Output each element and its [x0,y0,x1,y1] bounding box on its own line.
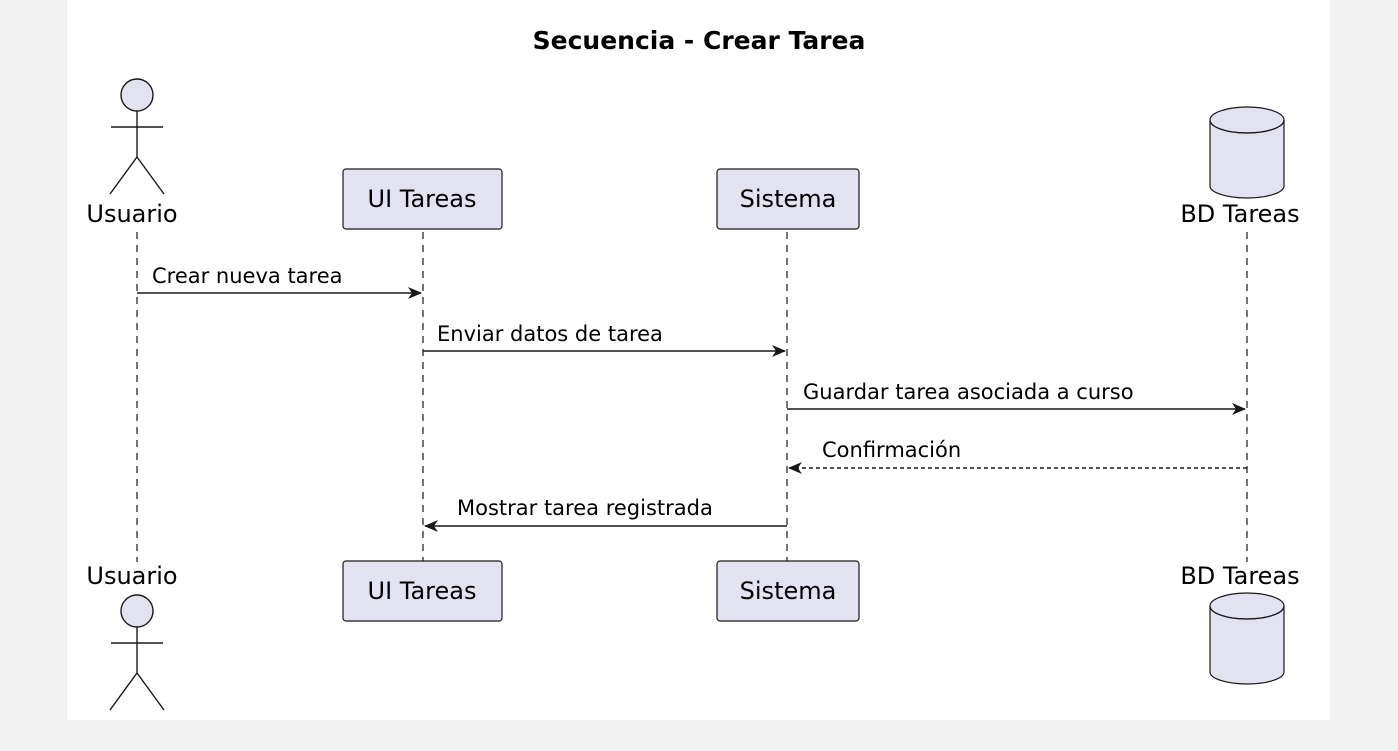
participant-ui-bottom[interactable]: UI Tareas [342,560,503,622]
message-3: Guardar tarea asociada a curso [787,380,1246,415]
database-icon [1209,106,1285,199]
participant-ui-top[interactable]: UI Tareas [342,168,503,230]
message-label: Guardar tarea asociada a curso [803,380,1134,404]
sequence-diagram: Secuencia - Crear Tarea Usuario UI Tarea… [86,26,1300,711]
database-icon [1209,592,1285,685]
actor-figure-icon [109,78,165,195]
message-1: Crear nueva tarea [137,264,422,299]
actor-usuario-bottom[interactable]: Usuario [86,562,178,711]
actor-figure-icon [109,594,165,711]
participant-bd-bottom[interactable]: BD Tareas [1180,562,1300,685]
participant-sistema-top[interactable]: Sistema [716,168,860,230]
actor-usuario-top[interactable]: Usuario [86,78,178,228]
participant-sistema-bottom[interactable]: Sistema [716,560,860,622]
message-4: Confirmación [788,438,1247,474]
message-label: Confirmación [822,438,961,462]
message-5: Mostrar tarea registrada [424,496,787,532]
message-2: Enviar datos de tarea [423,322,786,357]
actor-label: Usuario [86,200,177,228]
participant-label: UI Tareas [368,185,477,213]
participant-label: Sistema [740,185,837,213]
participant-label: Sistema [740,577,837,605]
lifelines [136,232,1248,562]
actor-label: BD Tareas [1180,562,1299,590]
diagram-canvas: Secuencia - Crear Tarea Usuario UI Tarea… [67,0,1330,720]
diagram-title: Secuencia - Crear Tarea [533,26,866,55]
message-label: Enviar datos de tarea [437,322,663,346]
message-label: Crear nueva tarea [152,264,343,288]
message-label: Mostrar tarea registrada [457,496,713,520]
actor-label: BD Tareas [1180,200,1299,228]
participant-bd-top[interactable]: BD Tareas [1180,106,1300,228]
participant-label: UI Tareas [368,577,477,605]
actor-label: Usuario [86,562,177,590]
